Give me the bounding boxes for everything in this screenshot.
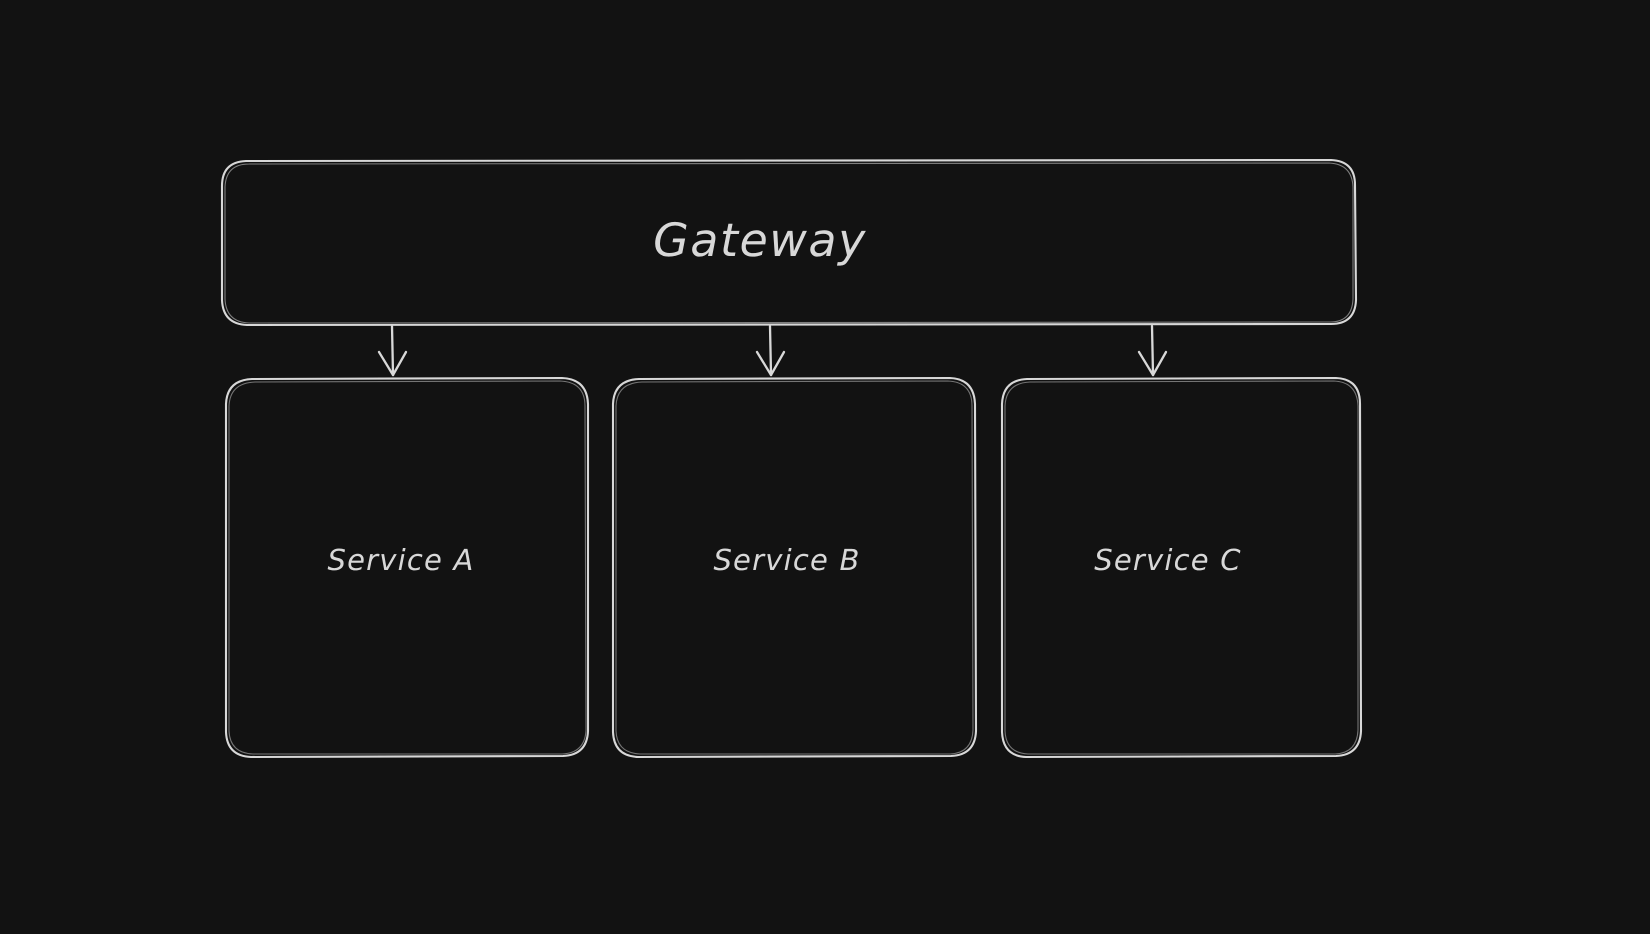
- arrow-gateway-to-service-b[interactable]: [755, 324, 786, 377]
- service-b-box[interactable]: [611, 376, 978, 759]
- service-c-box[interactable]: [1000, 376, 1363, 759]
- service-a-box[interactable]: [224, 376, 590, 759]
- gateway-node[interactable]: [222, 160, 1355, 325]
- gateway-box[interactable]: [220, 158, 1358, 327]
- service-a-node[interactable]: [226, 378, 588, 757]
- service-b-node[interactable]: [613, 378, 975, 757]
- arrow-gateway-to-service-a[interactable]: [377, 324, 408, 377]
- arrow-gateway-to-service-c[interactable]: [1137, 324, 1168, 377]
- service-c-node[interactable]: [1002, 378, 1360, 757]
